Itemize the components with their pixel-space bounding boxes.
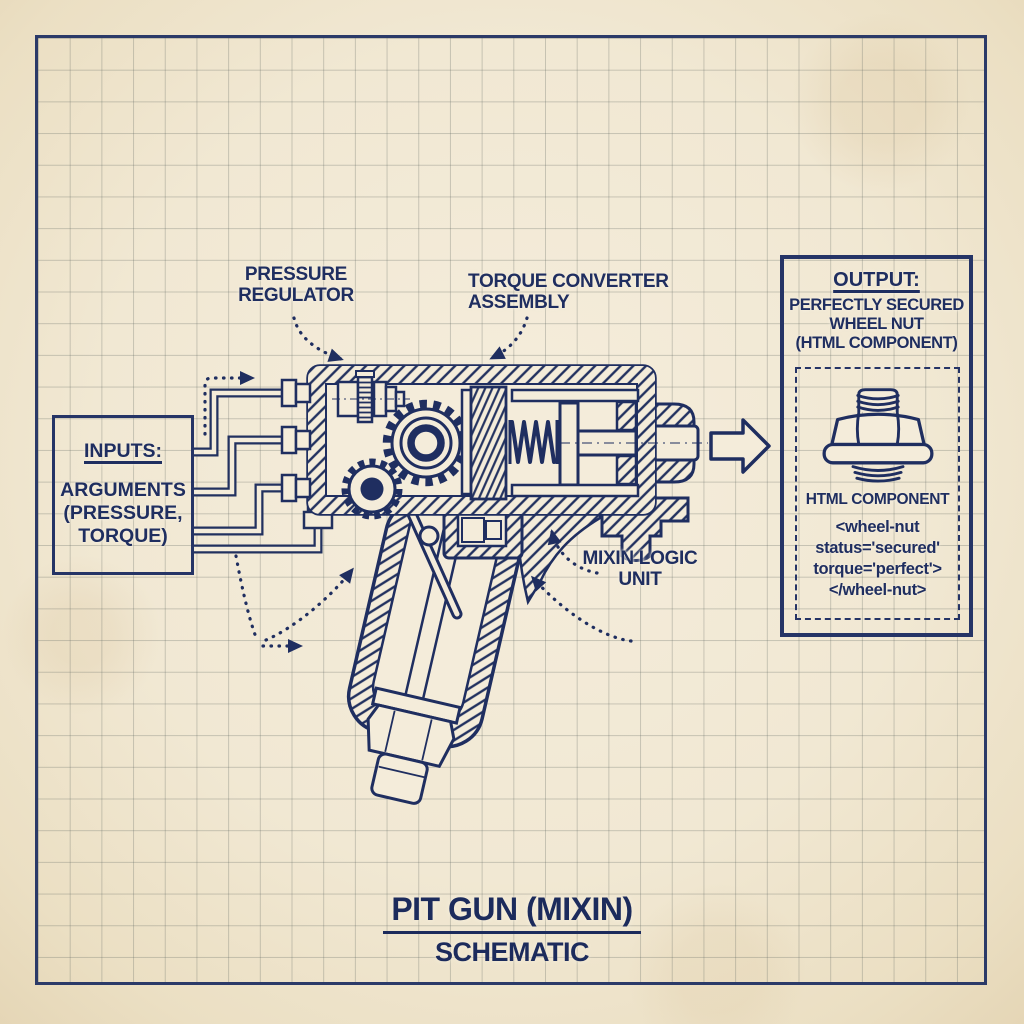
inputs-heading: INPUTS: (84, 440, 162, 462)
arrow-tail (234, 554, 259, 642)
arrow-inlet-flow (203, 371, 255, 436)
output-box: OUTPUT: PERFECTLY SECURED WHEEL NUT (HTM… (780, 255, 973, 637)
arrow-mixin-logic-2 (530, 575, 633, 643)
output-heading: OUTPUT: (833, 269, 920, 291)
piston-assembly (510, 388, 640, 498)
flow-arrow-icon (709, 418, 771, 474)
page-title: PIT GUN (MIXIN) (383, 891, 641, 934)
output-subline: WHEEL NUT (829, 315, 924, 334)
label-line: REGULATOR (238, 285, 354, 307)
title-block: PIT GUN (MIXIN) SCHEMATIC (0, 891, 1024, 968)
code-line: <wheel-nut (835, 518, 920, 536)
code-line: status='secured' (815, 539, 940, 558)
code-line: torque='perfect'> (813, 560, 942, 579)
mixin-logic-unit-block (442, 502, 524, 560)
label-line: TORQUE CONVERTER (468, 271, 669, 292)
label-line: UNIT (618, 569, 662, 591)
torque-converter-block (460, 385, 508, 501)
annotation-arrows (203, 316, 633, 653)
label-pressure-regulator: PRESSURE REGULATOR (228, 264, 364, 307)
component-code: <wheel-nut status='secured' torque='perf… (797, 517, 958, 601)
pressure-regulator-valve (332, 370, 410, 424)
component-label: HTML COMPONENT (805, 491, 950, 508)
arrow-torque-converter (489, 316, 529, 360)
component-dashed-frame: HTML COMPONENT <wheel-nut status='secure… (795, 367, 960, 620)
label-line: MIXIN LOGIC (582, 548, 698, 569)
inputs-line: ARGUMENTS (60, 479, 186, 501)
output-subline: PERFECTLY SECURED (789, 296, 964, 314)
output-subline: (HTML COMPONENT) (795, 334, 958, 353)
trigger-lever (401, 497, 463, 620)
inputs-box: INPUTS: ARGUMENTS (PRESSURE, TORQUE) (52, 415, 194, 575)
inputs-line: TORQUE) (78, 525, 168, 547)
arrow-pressure-regulator (292, 316, 344, 362)
inputs-line: (PRESSURE, (63, 502, 183, 524)
label-line: ASSEMBLY (468, 292, 570, 314)
trigger-pivot (418, 525, 440, 547)
drive-gear-small (341, 458, 403, 520)
page-subtitle: SCHEMATIC (435, 937, 590, 967)
input-pipes (193, 388, 323, 554)
arrow-to-grip (264, 567, 354, 642)
label-mixin-logic-unit: MIXIN LOGIC UNIT (574, 548, 706, 591)
hex-inlet-fitting (366, 703, 456, 769)
air-inlet-nipple (370, 752, 429, 805)
wheel-nut-icon (822, 388, 933, 483)
hammer-spring (508, 420, 559, 464)
label-torque-converter: TORQUE CONVERTER ASSEMBLY (468, 271, 669, 314)
inlet-ports (280, 378, 312, 503)
label-line: PRESSURE (244, 264, 348, 285)
code-line: </wheel-nut> (828, 581, 927, 600)
arrow-mixin-logic (547, 529, 599, 575)
